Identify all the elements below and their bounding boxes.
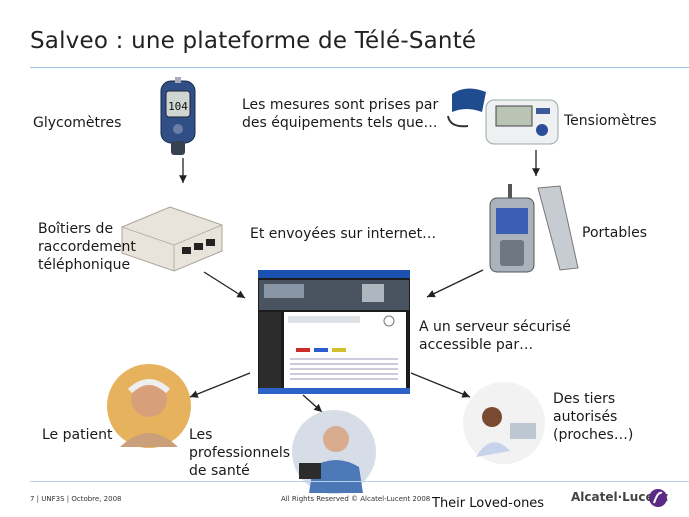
label-pros-line1: Les (189, 427, 213, 443)
label-tensiometres: Tensiomètres (564, 113, 657, 129)
label-boitiers-line1: Boîtiers de (38, 221, 114, 237)
label-pros-line3: de santé (189, 463, 250, 479)
tensiometer-image (447, 88, 559, 145)
glucometer-display: 104 (168, 100, 188, 113)
title-divider (30, 67, 689, 68)
label-tiers: Des tiers autorisés (proches…) (553, 390, 633, 444)
glucometer-image: 104 (160, 77, 196, 155)
footer-divider (30, 481, 689, 482)
footer-copyright: All Rights Reserved © Alcatel-Lucent 200… (281, 495, 431, 503)
slide-title: Salveo : une plateforme de Télé-Santé (30, 28, 477, 54)
professional-photo (292, 410, 376, 494)
arrow-server-to-patient (189, 372, 251, 398)
label-boitiers-line3: téléphonique (38, 257, 131, 273)
label-professionnels: Les professionnels de santé (189, 426, 290, 480)
mobile-phones-image (489, 184, 579, 273)
label-glycometres: Glycomètres (33, 115, 122, 131)
label-tiers-line3: (proches…) (553, 427, 634, 443)
arrow-phone-to-server (426, 269, 484, 298)
label-intro-line2: des équipements tels que… (242, 115, 438, 131)
label-intro-line1: Les mesures sont prises par (242, 97, 439, 113)
label-serveur-line2: accessible par… (419, 337, 534, 353)
label-tiers-line2: autorisés (553, 409, 618, 425)
label-boitiers: Boîtiers de raccordement téléphonique (38, 220, 136, 274)
phone-box-image (121, 206, 223, 272)
label-serveur-line1: A un serveur sécurisé (419, 319, 571, 335)
label-patient: Le patient (42, 427, 113, 443)
label-envoyees: Et envoyées sur internet… (250, 226, 437, 242)
tiers-photo (463, 382, 545, 464)
label-tiers-line1: Des tiers (553, 391, 616, 407)
arrow-box-to-server (203, 271, 246, 299)
label-portables: Portables (582, 225, 648, 241)
arrow-server-to-tiers (410, 372, 471, 398)
alcatel-logo-icon (649, 489, 667, 507)
label-serveur: A un serveur sécurisé accessible par… (419, 318, 571, 354)
footer-loved-ones: Their Loved-ones (432, 496, 545, 511)
label-intro: Les mesures sont prises par des équipeme… (242, 96, 442, 132)
patient-photo (107, 364, 191, 448)
server-web-screenshot (258, 270, 410, 394)
label-boitiers-line2: raccordement (38, 239, 136, 255)
brand-logo-text: Alcatel·Lucent (571, 490, 668, 504)
footer-page-info: 7 | UNF3S | Octobre, 2008 (30, 495, 122, 503)
label-pros-line2: professionnels (189, 445, 291, 461)
arrow-server-to-pros (302, 394, 323, 413)
